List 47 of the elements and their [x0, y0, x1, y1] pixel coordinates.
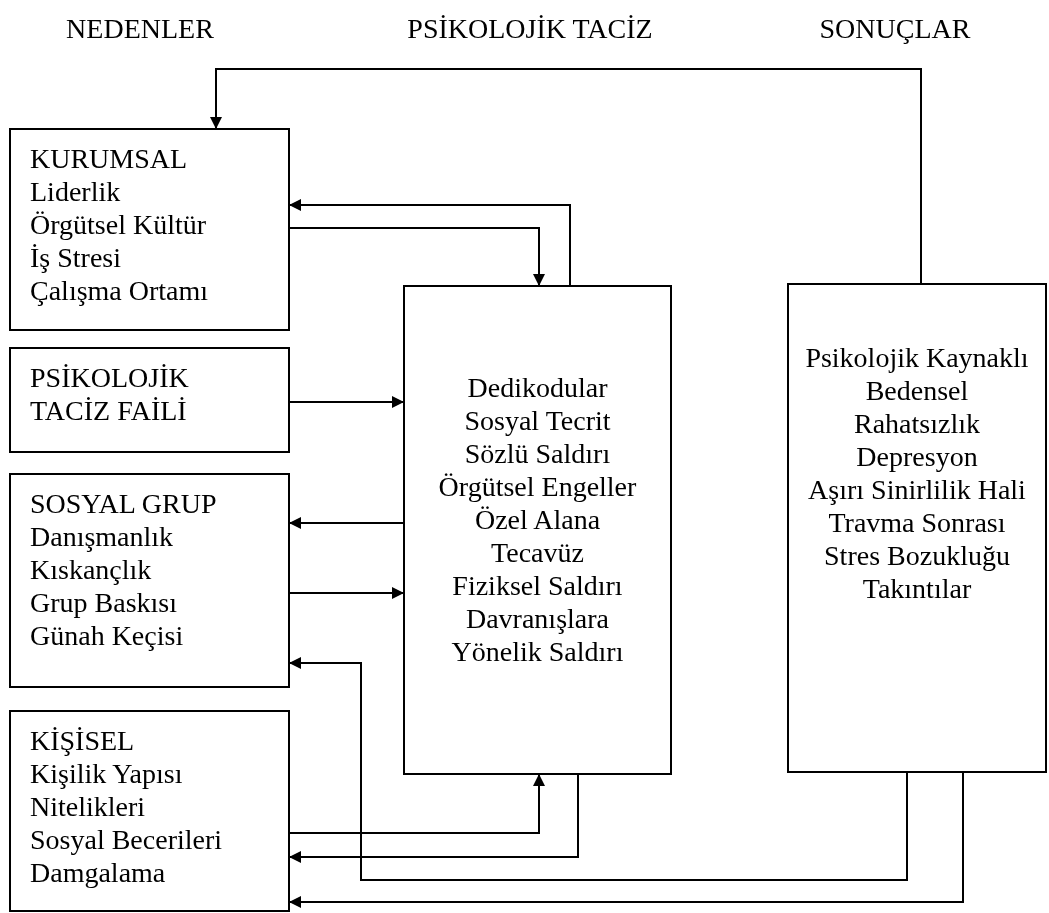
- box-heading: SOSYAL GRUP: [30, 487, 218, 520]
- list-item: Travma Sonrası Stres Bozukluğu: [823, 506, 1011, 572]
- list-item: Kıskançlık: [30, 553, 153, 586]
- list-item: Psikolojik Kaynaklı Bedensel Rahatsızlık: [804, 341, 1030, 440]
- column-heading: PSİKOLOJİK TACİZ: [407, 12, 653, 45]
- text-box: [787, 283, 1047, 773]
- arrow: [289, 517, 404, 529]
- list-item: Örgütsel Kültür: [30, 208, 208, 241]
- arrow: [289, 396, 404, 408]
- list-item: Grup Baskısı: [30, 586, 178, 619]
- text-box: [9, 473, 290, 688]
- text-box: [403, 285, 672, 775]
- list-item: Sosyal Becerileri: [30, 823, 224, 856]
- list-item: Damgalama: [30, 856, 167, 889]
- column-heading: SONUÇLAR: [819, 12, 971, 45]
- list-item: Özel Alana Tecavüz: [473, 503, 602, 569]
- list-item: Dedikodular: [466, 371, 609, 404]
- list-item: Kişilik Yapısı: [30, 757, 184, 790]
- list-item: Danışmanlık: [30, 520, 175, 553]
- box-heading: KİŞİSEL: [30, 724, 136, 757]
- list-item: Aşırı Sinirlilik Hali: [807, 473, 1027, 506]
- box-heading: KURUMSAL: [30, 142, 189, 175]
- arrow: [289, 199, 571, 286]
- arrow: [289, 657, 908, 881]
- list-item: Günah Keçisi: [30, 619, 185, 652]
- list-item: Nitelikleri: [30, 790, 147, 823]
- list-item: İş Stresi: [30, 241, 122, 274]
- text-box: [9, 347, 290, 453]
- list-item: Takıntılar: [861, 572, 973, 605]
- text-box: [9, 128, 290, 331]
- list-item: Fiziksel Saldırı: [451, 569, 624, 602]
- list-item: Çalışma Ortamı: [30, 274, 210, 307]
- column-heading: NEDENLER: [66, 12, 214, 45]
- arrow: [210, 68, 922, 284]
- arrow: [289, 772, 964, 908]
- arrow: [289, 587, 404, 599]
- list-item: Sosyal Tecrit: [463, 404, 612, 437]
- list-item: Davranışlara Yönelik Saldırı: [450, 602, 625, 668]
- arrow: [289, 227, 545, 286]
- text-box: [9, 710, 290, 912]
- box-heading: PSİKOLOJİK TACİZ FAİLİ: [30, 361, 190, 427]
- list-item: Liderlik: [30, 175, 122, 208]
- list-item: Örgütsel Engeller: [437, 470, 638, 503]
- arrow: [289, 774, 545, 834]
- list-item: Sözlü Saldırı: [463, 437, 612, 470]
- arrow: [289, 774, 579, 863]
- list-item: Depresyon: [855, 440, 979, 473]
